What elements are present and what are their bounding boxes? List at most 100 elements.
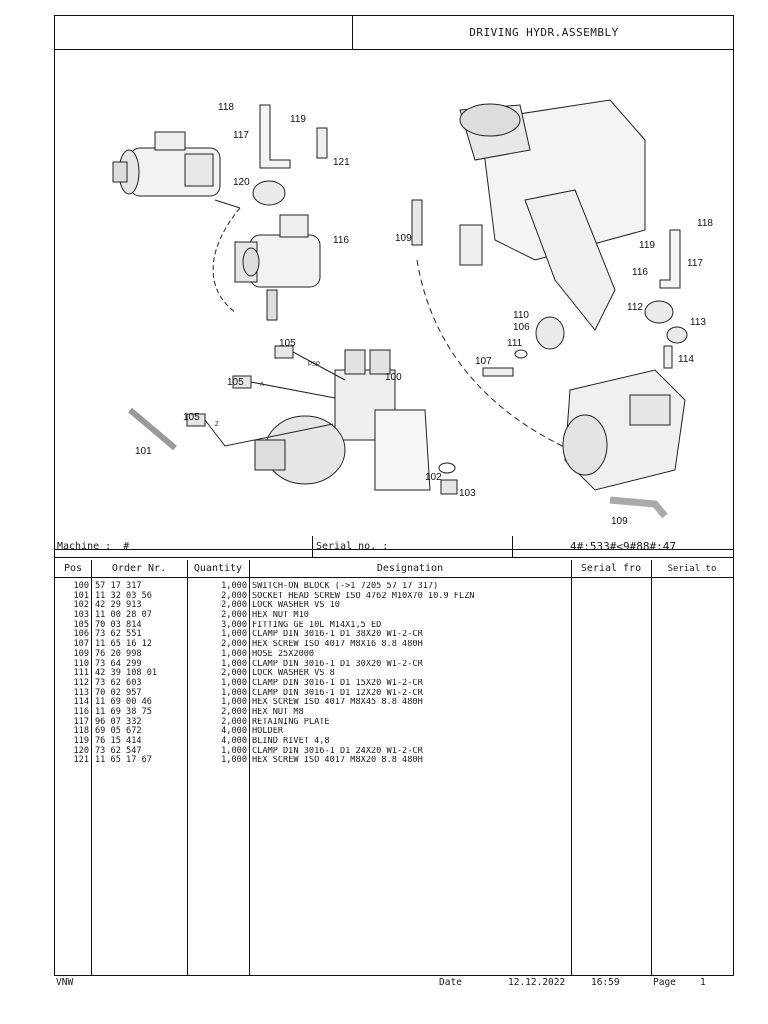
part-designation: HEX NUT M8	[252, 707, 304, 717]
label-105-a: 105	[279, 338, 296, 349]
part-quantity: 2,000	[221, 610, 247, 621]
part-order-number: 73 62 547	[95, 745, 142, 756]
footer-left: VNW	[56, 977, 74, 988]
footer-page: 1	[700, 977, 706, 988]
port-label-a: A	[260, 382, 264, 388]
label-114: 114	[678, 354, 694, 365]
part-order-number: 42 39 108 01	[95, 668, 158, 679]
part-quantity: 1,000	[221, 648, 247, 659]
part-quantity: 4,000	[221, 736, 247, 746]
part-designation: RETAINING PLATE	[252, 717, 330, 727]
hydraulic-tank	[459, 99, 646, 331]
part-quantity: 1,000	[221, 755, 247, 766]
part-pos: 107	[73, 639, 89, 650]
label-120: 120	[233, 177, 250, 188]
page-title: DRIVING HYDR.ASSEMBLY	[469, 26, 619, 39]
part-quantity: 1,000	[221, 581, 247, 591]
part-order-number: 69 05 672	[95, 726, 142, 737]
part-pos: 113	[73, 687, 89, 698]
label-102: 102	[425, 472, 442, 483]
machine-label: Machine :	[57, 541, 112, 552]
part-quantity: 2,000	[221, 639, 247, 650]
part-order-number: 11 00 28 07	[95, 610, 152, 621]
part-designation: CLAMP DIN 3016-1 D1 24X20 W1-2-CR	[252, 746, 423, 756]
table-row: 109 76 20 998 1,000 HOSE 25X2000	[55, 648, 733, 660]
part-designation: CLAMP DIN 3016-1 D1 30X20 W1-2-CR	[252, 659, 423, 669]
retaining-plate-right	[659, 229, 681, 289]
part-quantity: 1,000	[221, 658, 247, 669]
label-111: 111	[507, 338, 523, 349]
part-pos: 121	[73, 755, 89, 766]
hydraulic-motor-top-left	[112, 131, 241, 209]
page-footer: VNW Date 12.12.2022 16:59 Page 1	[54, 977, 734, 991]
washer-102	[438, 462, 456, 474]
part-designation: CLAMP DIN 3016-1 D1 38X20 W1-2-CR	[252, 630, 423, 640]
header-pos: Pos	[63, 563, 83, 574]
hose-109-bottom	[609, 496, 668, 519]
label-119: 119	[290, 114, 306, 125]
header-designation: Designation	[376, 563, 444, 574]
part-pos: 106	[73, 629, 89, 640]
part-designation: HEX SCREW ISO 4017 M8X45 8.8 480H	[252, 698, 423, 708]
part-order-number: 57 17 317	[95, 581, 142, 591]
part-order-number: 76 20 998	[95, 648, 142, 659]
part-designation: HEX NUT M10	[252, 611, 309, 621]
table-header: Pos Order Nr. Quantity Designation Seria…	[55, 560, 733, 578]
part-designation: SOCKET HEAD SCREW ISO 4762 M10X70 10.9 F…	[252, 591, 475, 601]
hose-109-top	[411, 199, 423, 246]
part-designation: HOSE 25X2000	[252, 649, 315, 659]
footer-date: 12.12.2022	[508, 977, 566, 988]
label-118-right: 118	[697, 218, 713, 229]
header-serial-from: Serial fro	[580, 563, 642, 574]
screw-114	[663, 345, 673, 369]
part-designation: HOLDER	[252, 727, 284, 737]
clamp-112	[644, 300, 674, 324]
machine-cell: Machine : #	[57, 536, 312, 557]
footer-page-label: Page	[653, 977, 676, 988]
screw-107	[482, 367, 514, 377]
part-pos: 112	[73, 677, 89, 688]
part-pos: 102	[73, 600, 89, 611]
part-pos: 110	[73, 658, 89, 669]
part-pos: 109	[73, 648, 89, 659]
label-112: 112	[627, 302, 643, 313]
label-103: 103	[459, 488, 476, 499]
part-pos: 111	[73, 668, 89, 679]
switch-on-block-100	[254, 349, 431, 491]
part-quantity: 2,000	[221, 590, 247, 601]
title-row: DRIVING HYDR.ASSEMBLY	[55, 16, 733, 50]
part-pos: 114	[73, 697, 89, 708]
part-order-number: 11 69 38 75	[95, 706, 152, 717]
part-quantity: 4,000	[221, 726, 247, 737]
part-order-number: 70 02 957	[95, 687, 142, 698]
part-pos: 120	[73, 745, 89, 756]
col-divider-serial-to	[651, 560, 652, 975]
label-117: 117	[233, 130, 249, 141]
parts-sheet: DRIVING HYDR.ASSEMBLY	[54, 15, 734, 976]
nut-103	[440, 479, 458, 495]
label-100: 100	[385, 372, 402, 383]
part-pos: 105	[73, 619, 89, 630]
col-divider-designation	[249, 560, 250, 975]
header-serial-to: Serial to	[667, 564, 717, 574]
label-119-right: 119	[639, 240, 655, 251]
part-quantity: 1,000	[221, 745, 247, 756]
part-quantity: 1,000	[221, 687, 247, 698]
part-designation: HEX SCREW ISO 4017 M8X20 8.8 480H	[252, 756, 423, 766]
part-quantity: 1,000	[221, 677, 247, 688]
part-pos: 117	[73, 716, 89, 727]
part-quantity: 1,000	[221, 697, 247, 708]
col-divider-serial-from	[571, 560, 572, 975]
part-order-number: 73 62 603	[95, 677, 142, 688]
